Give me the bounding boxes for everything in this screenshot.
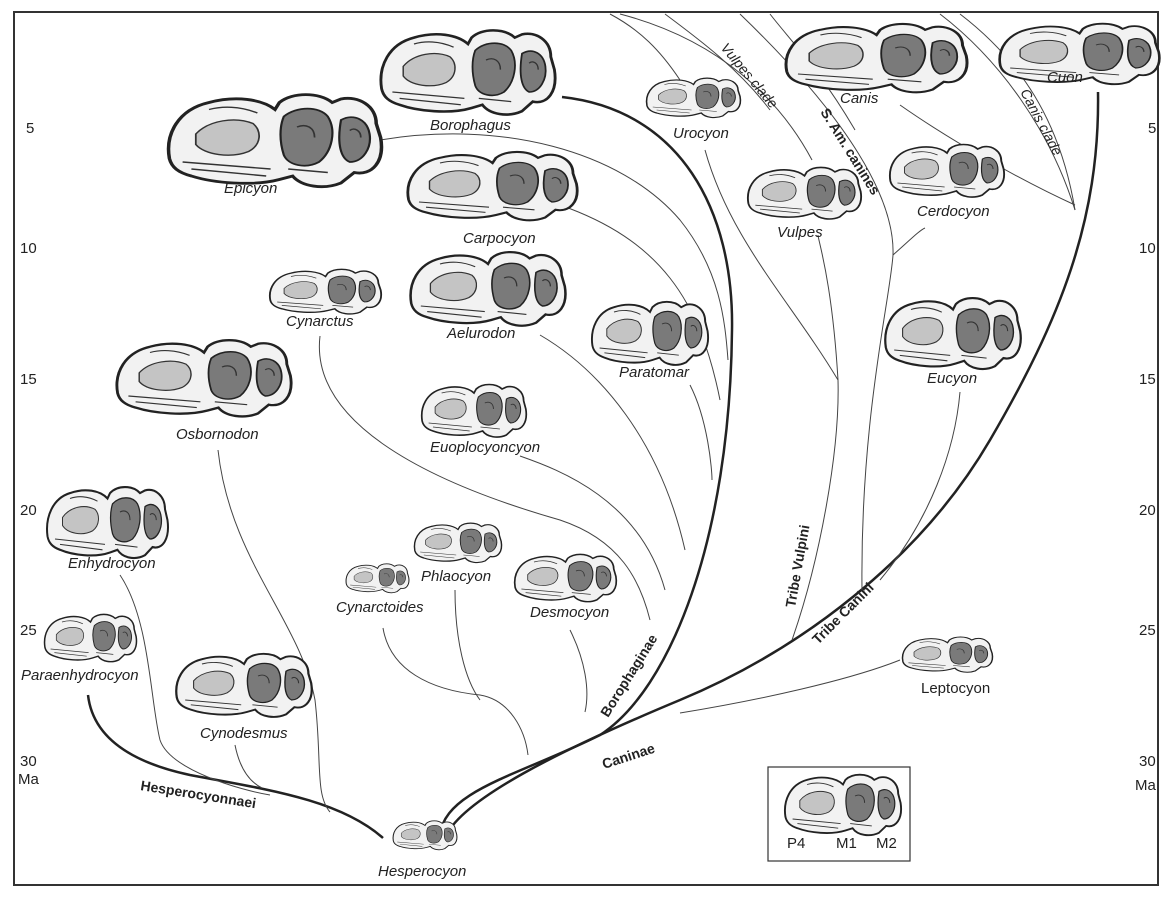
label-urocyon: Urocyon [673, 125, 729, 142]
left-tick-30: 30 [20, 753, 37, 770]
label-borophagus: Borophagus [430, 117, 511, 134]
branch-leptocyon [679, 659, 901, 714]
left-unit-label: Ma [18, 771, 39, 788]
label-borophaginae: Borophaginae [597, 631, 661, 719]
tooth-vulpes [746, 166, 863, 220]
left-tick-10: 10 [20, 240, 37, 257]
label-caninae: Caninae [600, 740, 657, 772]
branch-epicyon [379, 133, 729, 361]
left-time-axis: 5 10 15 20 25 30 Ma [18, 120, 39, 788]
tooth-leptocyon [901, 636, 994, 673]
label-vulpes: Vulpes [777, 224, 823, 241]
label-hesperocyon: Hesperocyon [378, 863, 466, 880]
branch-tribe-vulpini [791, 234, 839, 641]
left-tick-25: 25 [20, 622, 37, 639]
tooth-cerdocyon [888, 143, 1006, 199]
tooth-euoplocyoncyon [420, 383, 528, 438]
branch-euoplocyoncyon [519, 455, 666, 591]
left-tick-15: 15 [20, 371, 37, 388]
right-tick-20: 20 [1139, 502, 1156, 519]
tooth-paraenhydrocyon [43, 613, 138, 663]
right-unit-label: Ma [1135, 777, 1156, 794]
left-tick-20: 20 [20, 502, 37, 519]
branch-cynarctus [318, 335, 651, 621]
branch-carpocyon [559, 204, 721, 401]
branch-eucyon [879, 391, 961, 581]
tooth-carpocyon [406, 150, 579, 222]
label-carpocyon: Carpocyon [463, 230, 536, 247]
tooth-eucyon [884, 296, 1022, 371]
label-cynarctus: Cynarctus [286, 313, 354, 330]
tooth-cynarctus [268, 268, 383, 315]
right-tick-5: 5 [1148, 120, 1156, 137]
label-leptocyon: Leptocyon [921, 680, 990, 697]
legend: P4 M1 M2 [767, 766, 911, 862]
branch-borophaginae [438, 95, 734, 836]
label-cynodesmus: Cynodesmus [200, 725, 288, 742]
label-cynarctoides: Cynarctoides [336, 599, 424, 616]
tooth-desmocyon [513, 553, 618, 603]
tooth-osbornodon [115, 338, 293, 418]
label-euoplocyoncyon: Euoplocyoncyon [430, 439, 540, 456]
branch-desmocyon [569, 629, 588, 713]
label-aelurodon: Aelurodon [446, 325, 515, 342]
label-tribe-canini: Tribe Canini [809, 579, 877, 647]
right-tick-30: 30 [1139, 753, 1156, 770]
branch-cerdocyon [892, 227, 926, 256]
label-paratomar: Paratomar [619, 364, 690, 381]
branch-vulpes [619, 13, 813, 161]
label-cerdocyon: Cerdocyon [917, 203, 990, 220]
branch-phlaocyon [454, 589, 481, 701]
legend-m1: M1 [836, 835, 857, 852]
branch-vulpes-clade-outer [609, 13, 681, 81]
tooth-epicyon [166, 92, 384, 189]
label-canis: Canis [840, 90, 879, 107]
label-paraenhydrocyon: Paraenhydrocyon [21, 667, 139, 684]
phylogeny-branches [86, 13, 1100, 839]
label-eucyon: Eucyon [927, 370, 977, 387]
tooth-canis [784, 22, 969, 94]
right-time-axis: 5 10 15 20 25 30 Ma [1135, 120, 1156, 794]
tooth-cynarctoides [345, 563, 410, 594]
tooth-phlaocyon [413, 522, 503, 564]
branch-cynodesmus [234, 744, 263, 789]
tooth-borophagus [379, 28, 557, 116]
label-tribe-vulpini: Tribe Vulpini [782, 524, 812, 609]
label-cuon: Cuon [1047, 69, 1083, 86]
branch-enhydrocyon [119, 574, 271, 796]
tooth-urocyon [645, 77, 742, 119]
tooth-cynodesmus [175, 652, 313, 719]
label-canis-clade: Canis clade [1017, 86, 1066, 158]
branch-cynarctoides [382, 627, 529, 756]
branch-hesperocyonnae [86, 694, 384, 839]
label-osbornodon: Osbornodon [176, 426, 259, 443]
legend-tooth-icon [783, 773, 903, 837]
label-epicyon: Epicyon [224, 180, 277, 197]
branch-top-line-1 [664, 13, 771, 111]
right-tick-15: 15 [1139, 371, 1156, 388]
tooth-enhydrocyon [45, 485, 170, 560]
taxon-labels: Borophagus Epicyon Carpocyon Cynarctus A… [21, 69, 1083, 880]
right-tick-25: 25 [1139, 622, 1156, 639]
branch-osbornodon [217, 449, 331, 813]
legend-p4: P4 [787, 835, 805, 852]
branch-aelurodon [539, 334, 686, 551]
branch-canis-clade-line-2 [939, 13, 1076, 211]
left-tick-5: 5 [26, 120, 34, 137]
branch-caninae [443, 91, 1100, 839]
label-hesperocyonnae: Hesperocyonnaei [140, 777, 258, 811]
tooth-hesperocyon [392, 820, 458, 851]
tooth-paratomar [590, 300, 710, 366]
branch-canis-clade-line-1 [959, 13, 1076, 211]
right-tick-10: 10 [1139, 240, 1156, 257]
label-phlaocyon: Phlaocyon [421, 568, 491, 585]
branch-urocyon [704, 149, 839, 381]
tooth-aelurodon [409, 250, 567, 327]
legend-m2: M2 [876, 835, 897, 852]
label-enhydrocyon: Enhydrocyon [68, 555, 156, 572]
branch-s-am-canines [739, 13, 894, 591]
branch-paratomar [689, 384, 713, 481]
label-desmocyon: Desmocyon [530, 604, 609, 621]
